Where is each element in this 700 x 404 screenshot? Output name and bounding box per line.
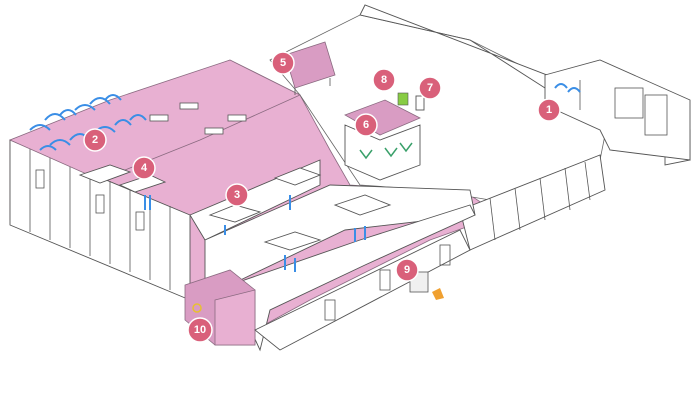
ahu-block-front xyxy=(214,289,256,346)
ceiling-vents xyxy=(149,102,247,135)
airflow-room-1 xyxy=(554,83,581,93)
marker-7-label: 7 xyxy=(427,82,433,94)
marker-3-label: 3 xyxy=(234,189,240,201)
equipment-6-body xyxy=(344,124,421,181)
marker-5-label: 5 xyxy=(280,57,286,69)
marker-3: 3 xyxy=(225,183,249,207)
marker-2: 2 xyxy=(83,128,107,152)
marker-4-label: 4 xyxy=(141,162,148,174)
marker-1: 1 xyxy=(537,98,561,122)
marker-7: 7 xyxy=(418,76,442,100)
marker-6-label: 6 xyxy=(363,119,369,131)
front-wall-bottom xyxy=(254,229,471,351)
marker-10-label: 10 xyxy=(194,324,206,336)
bench-5 xyxy=(284,41,336,89)
wall-devices xyxy=(397,92,425,111)
front-wall-right xyxy=(459,154,606,251)
orange-indicator xyxy=(432,288,444,300)
marker-5: 5 xyxy=(271,51,295,75)
equipment-6-detail xyxy=(359,142,413,160)
marker-9-label: 9 xyxy=(404,264,410,276)
yellow-indicator xyxy=(192,303,202,313)
front-wall-left-panels xyxy=(29,148,171,290)
duct-equipment xyxy=(208,167,392,272)
marker-6: 6 xyxy=(354,113,378,137)
marker-8-label: 8 xyxy=(381,74,387,86)
marker-4: 4 xyxy=(132,156,156,180)
marker-8: 8 xyxy=(372,68,396,92)
marker-1-label: 1 xyxy=(546,104,552,116)
bench-5-legs xyxy=(294,78,331,95)
right-room-fixtures xyxy=(579,80,668,136)
marker-9: 9 xyxy=(395,258,419,282)
marker-10: 10 xyxy=(187,317,213,343)
front-wall-right-panels xyxy=(489,161,591,241)
duct-front xyxy=(229,204,476,352)
equipment-left xyxy=(78,164,167,210)
marker-2-label: 2 xyxy=(92,134,98,146)
